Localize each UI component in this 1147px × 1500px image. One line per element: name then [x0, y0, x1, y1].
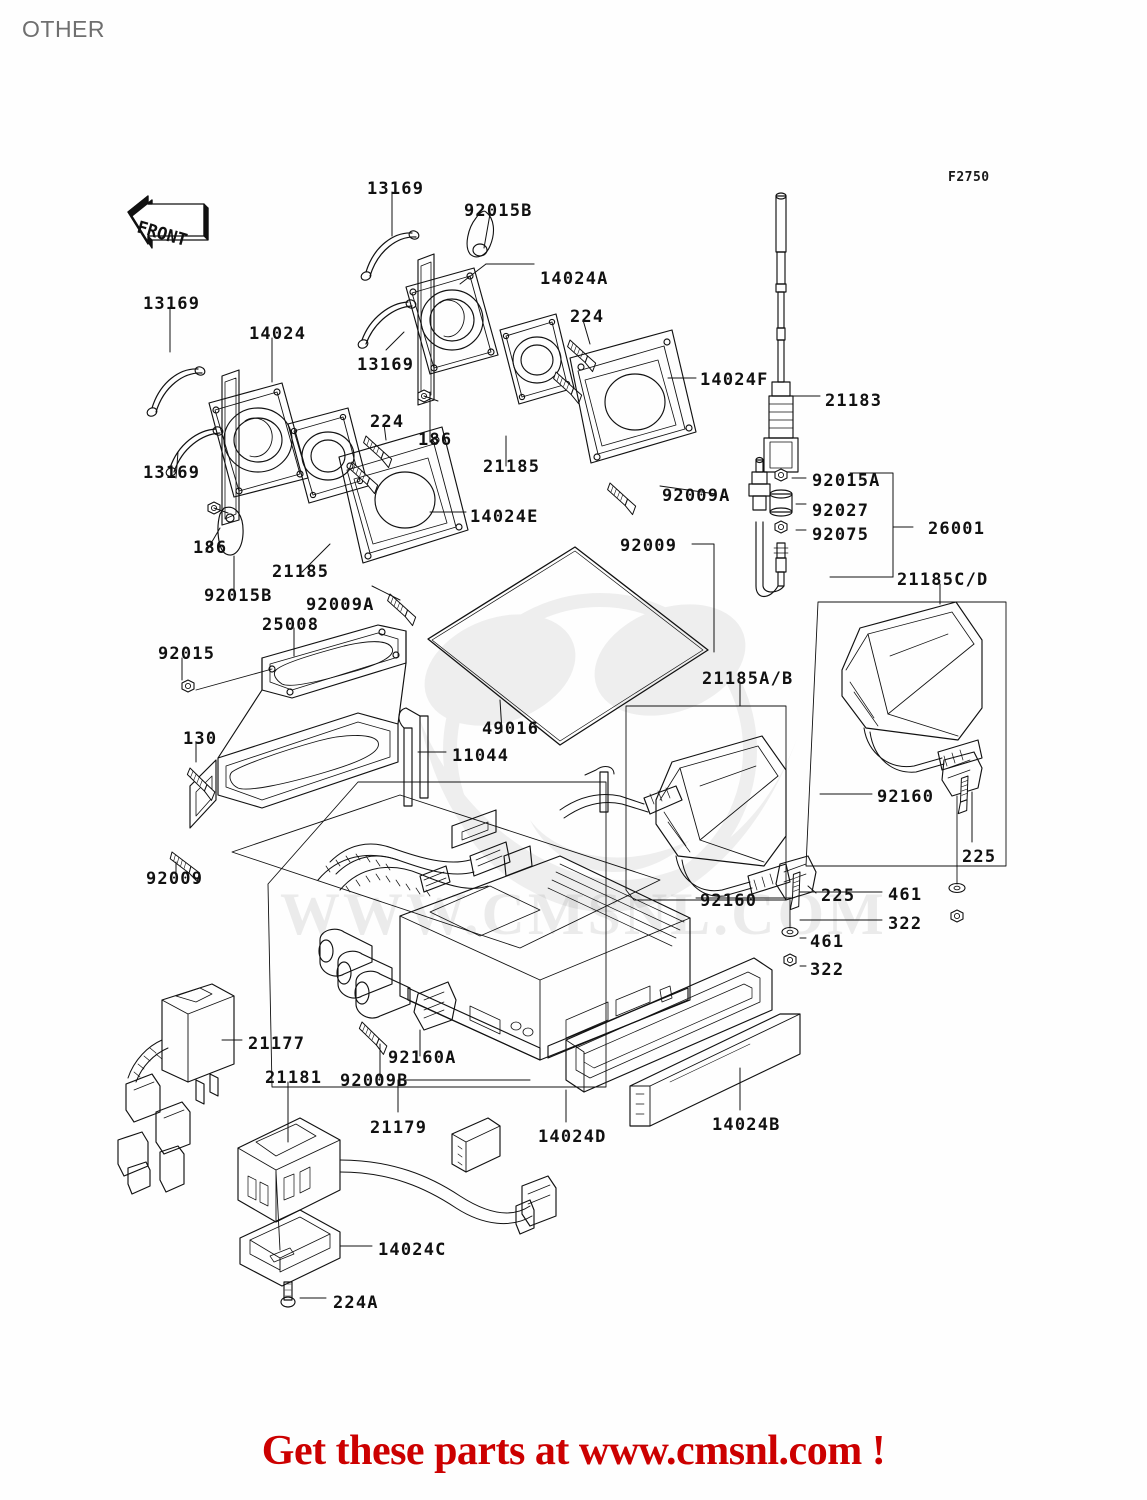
callout-21183: 21183 [825, 391, 883, 411]
speaker-box-21185CD [805, 601, 1007, 923]
callout-21177: 21177 [248, 1034, 306, 1054]
cover-14024B [629, 1013, 801, 1127]
callout-130: 130 [183, 729, 218, 749]
speaker-box-21185AB [625, 705, 817, 967]
stereo-unit-21179 [267, 781, 691, 1088]
grille-panel-14024E [338, 426, 469, 627]
front-arrow-marker: FRONT [127, 195, 209, 251]
page-title: OTHER [22, 16, 105, 42]
callout-92015B: 92015B [204, 586, 273, 606]
footer-note: Get these parts at www.cmsnl.com ! [261, 1428, 886, 1474]
speaker-assembly-left [146, 366, 397, 556]
callout-322: 322 [810, 960, 845, 980]
callout-92075: 92075 [812, 525, 870, 545]
callout-14024D: 14024D [538, 1127, 607, 1147]
callout-13169: 13169 [143, 294, 201, 314]
callout-461: 461 [888, 885, 923, 905]
callout-92009: 92009 [620, 536, 678, 556]
callout-14024B: 14024B [712, 1115, 781, 1135]
callout-92009: 92009 [146, 869, 204, 889]
callout-13169: 13169 [143, 463, 201, 483]
callout-186: 186 [418, 430, 453, 450]
callout-225: 225 [821, 886, 856, 906]
callout-13169: 13169 [357, 355, 415, 375]
callout-92015A: 92015A [812, 471, 881, 491]
callout-186: 186 [193, 538, 228, 558]
callout-21185: 21185 [483, 457, 541, 477]
callout-92009B: 92009B [340, 1071, 409, 1091]
cover-14024D [565, 957, 773, 1093]
callout-21179: 21179 [370, 1118, 428, 1138]
callout-224: 224 [370, 412, 405, 432]
callout-92015B: 92015B [464, 201, 533, 221]
callout-322: 322 [888, 914, 923, 934]
callout-92015: 92015 [158, 644, 216, 664]
amplifier-21181 [237, 1117, 557, 1235]
callout-49016: 49016 [482, 719, 540, 739]
grille-panel-14024F [569, 329, 697, 516]
tray-14024C [239, 1171, 341, 1308]
speaker-assembly-upper [357, 210, 601, 406]
callout-14024A: 14024A [540, 269, 609, 289]
callout-14024C: 14024C [378, 1240, 447, 1260]
callout-11044: 11044 [452, 746, 510, 766]
callout-21185CD: 21185C/D [897, 570, 989, 590]
callout-92160: 92160 [700, 891, 758, 911]
callout-25008: 25008 [262, 615, 320, 635]
callout-21185: 21185 [272, 562, 330, 582]
gasket-49016 [427, 546, 709, 746]
callout-26001: 26001 [928, 519, 986, 539]
callout-92160: 92160 [877, 787, 935, 807]
callout-13169: 13169 [367, 179, 425, 199]
callout-461: 461 [810, 932, 845, 952]
figure-code: F2750 [948, 170, 990, 185]
callout-14024E: 14024E [470, 507, 539, 527]
callout-92009A: 92009A [306, 595, 375, 615]
callout-92160A: 92160A [388, 1048, 457, 1068]
callout-92027: 92027 [812, 501, 870, 521]
antenna-assembly [748, 192, 914, 598]
bracket-25008 [165, 624, 661, 949]
callout-92009A: 92009A [662, 486, 731, 506]
leader-lines [169, 191, 973, 1299]
callout-14024: 14024 [249, 324, 307, 344]
callout-14024F: 14024F [700, 370, 769, 390]
callout-224A: 224A [333, 1293, 379, 1313]
callout-224: 224 [570, 307, 605, 327]
callout-21185AB: 21185A/B [702, 669, 794, 689]
relay-21177 [117, 983, 235, 1195]
callout-225: 225 [962, 847, 997, 867]
callout-21181: 21181 [265, 1068, 323, 1088]
